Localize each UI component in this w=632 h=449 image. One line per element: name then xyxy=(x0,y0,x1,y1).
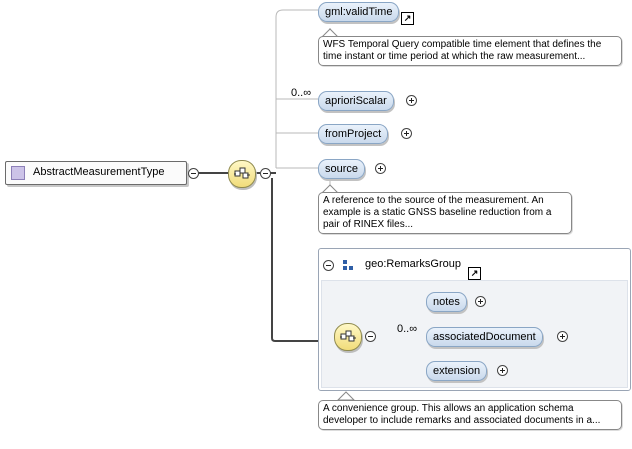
reference-arrow-icon[interactable]: ↗ xyxy=(468,267,481,280)
expand-associateddocument-icon[interactable] xyxy=(557,331,568,342)
annotation-source: A reference to the source of the measure… xyxy=(318,192,572,234)
reference-arrow-icon[interactable]: ↗ xyxy=(401,12,414,25)
collapse-group-icon[interactable] xyxy=(323,260,334,271)
occurrence-label: 0..∞ xyxy=(397,323,418,335)
annotation-text: A reference to the source of the measure… xyxy=(323,195,552,230)
element-label: gml:validTime xyxy=(325,6,393,18)
element-label: aprioriScalar xyxy=(325,95,387,107)
group-title[interactable]: geo:RemarksGroup xyxy=(365,258,461,270)
element-source[interactable]: source xyxy=(318,159,366,179)
collapse-sequence-icon[interactable] xyxy=(260,168,271,179)
element-gml-validtime[interactable]: gml:validTime xyxy=(318,2,400,22)
sequence-compositor-icon[interactable] xyxy=(228,160,256,188)
expand-source-icon[interactable] xyxy=(375,163,386,174)
expand-notes-icon[interactable] xyxy=(475,296,486,307)
element-label: source xyxy=(325,163,359,175)
expand-extension-icon[interactable] xyxy=(497,365,508,376)
element-label: extension xyxy=(433,365,481,377)
root-type-label: AbstractMeasurementType xyxy=(33,166,165,178)
element-extension[interactable]: extension xyxy=(426,361,488,381)
group-icon xyxy=(343,260,354,271)
annotation-text: WFS Temporal Query compatible time eleme… xyxy=(323,39,602,62)
element-notes[interactable]: notes xyxy=(426,292,467,312)
group-sequence-compositor-icon[interactable] xyxy=(334,323,362,351)
occurrence-label: 0..∞ xyxy=(291,87,312,99)
annotation-text: A convenience group. This allows an appl… xyxy=(323,403,601,426)
element-label: associatedDocument xyxy=(433,331,536,343)
collapse-root-icon[interactable] xyxy=(188,168,199,179)
annotation-remarks-group: A convenience group. This allows an appl… xyxy=(318,400,622,430)
collapse-group-sequence-icon[interactable] xyxy=(365,331,376,342)
expand-fromproject-icon[interactable] xyxy=(401,128,412,139)
element-associateddocument[interactable]: associatedDocument xyxy=(426,327,543,347)
element-label: notes xyxy=(433,296,460,308)
abstract-measurement-type-node[interactable]: AbstractMeasurementType xyxy=(5,161,187,185)
expand-aprioriscalar-icon[interactable] xyxy=(406,95,417,106)
element-fromproject[interactable]: fromProject xyxy=(318,124,389,144)
complex-type-icon xyxy=(11,166,25,180)
annotation-validtime: WFS Temporal Query compatible time eleme… xyxy=(318,36,622,66)
element-label: fromProject xyxy=(325,128,382,140)
element-aprioriscalar[interactable]: aprioriScalar xyxy=(318,91,394,111)
